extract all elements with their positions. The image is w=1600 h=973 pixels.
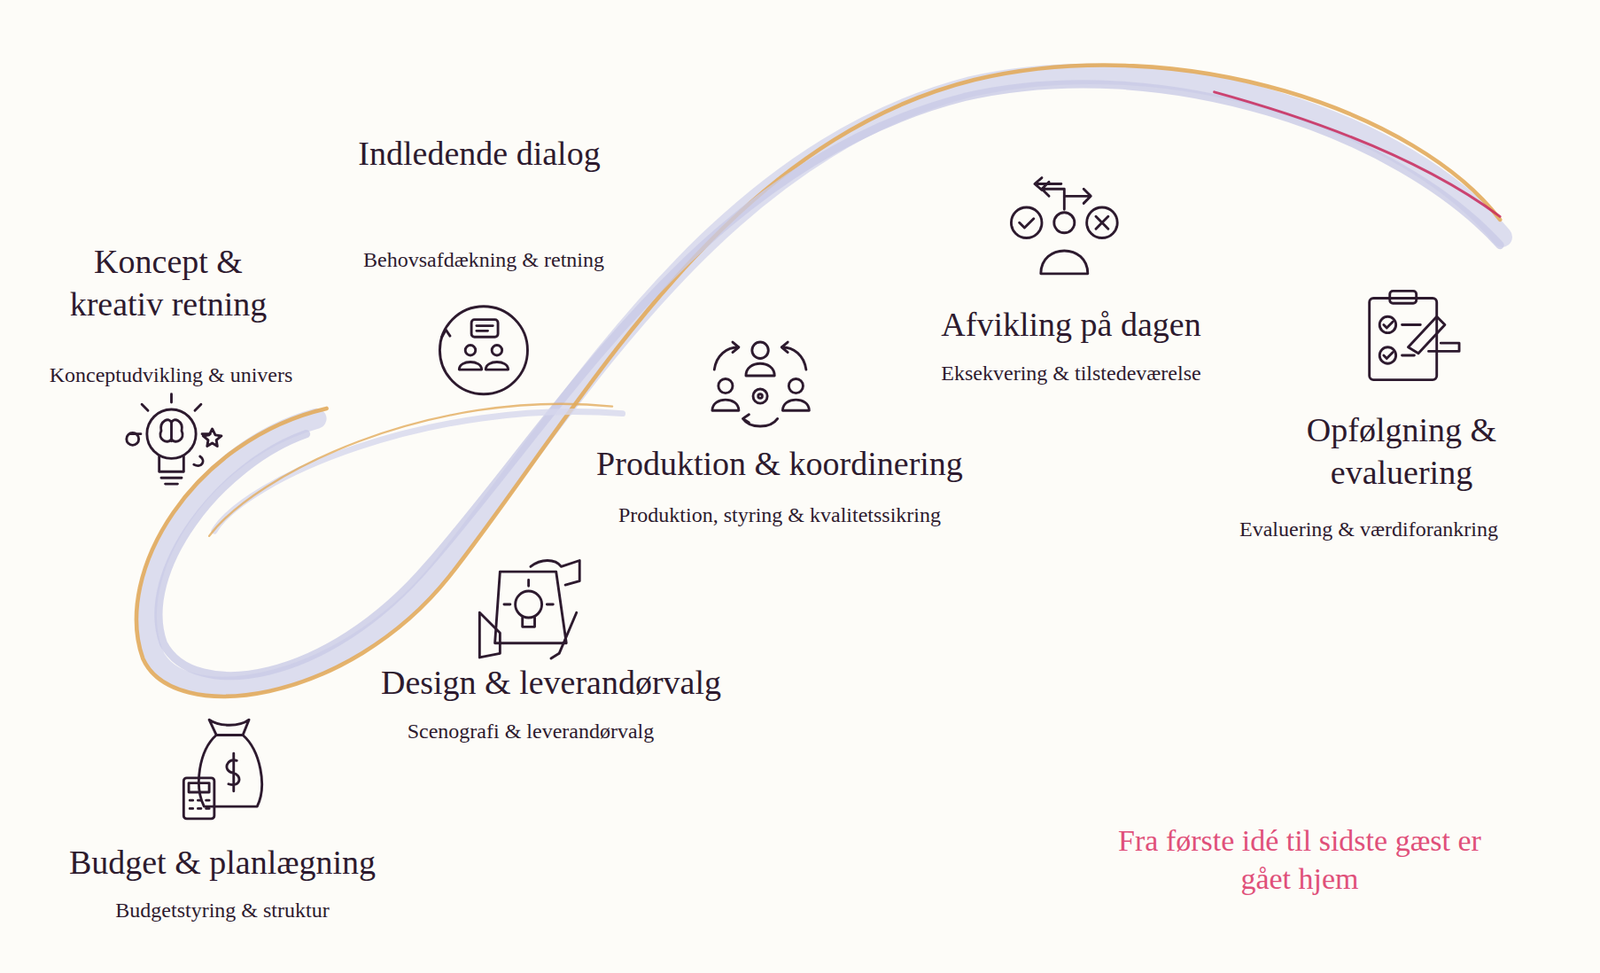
budget-icon: [183, 719, 262, 819]
label-text: Eksekvering & tilstedeværelse: [937, 361, 1204, 385]
label-text: Koncept & kreativ retning: [66, 242, 272, 323]
step-subtitle: Evaluering & værdiforankring: [1235, 515, 1502, 543]
label-text: Afvikling på dagen: [937, 305, 1204, 343]
design-icon: [479, 560, 580, 660]
dialog-icon: [439, 306, 528, 395]
label-text: Design & leverandørvalg: [377, 663, 725, 701]
step-heading: Afvikling på dagen: [937, 303, 1204, 347]
decision-icon: [1010, 178, 1118, 274]
idea-icon: [126, 394, 222, 484]
label-text: Produktion & koordinering: [592, 444, 967, 482]
step-heading: Fra første idé til sidste gæst er gået h…: [1091, 822, 1508, 898]
coordination-icon: [712, 341, 809, 427]
label-text: Produktion, styring & kvalitetssikring: [614, 503, 945, 527]
label-text: Scenografi & leverandørvalg: [403, 719, 659, 743]
step-subtitle: Behovsafdækning & retning: [359, 246, 608, 273]
step-heading: Indledende dialog: [354, 132, 604, 176]
label-text: Indledende dialog: [354, 134, 604, 172]
step-subtitle: Konceptudvikling & univers: [46, 361, 297, 389]
step-heading: Opfølgning & evaluering: [1290, 409, 1513, 494]
label-text: Budget & planlægning: [65, 843, 380, 881]
label-text: Budgetstyring & struktur: [111, 898, 333, 922]
label-text: Konceptudvikling & univers: [46, 363, 297, 387]
step-subtitle: Eksekvering & tilstedeværelse: [937, 359, 1204, 387]
step-heading: Produktion & koordinering: [592, 442, 967, 486]
step-subtitle: Scenografi & leverandørvalg: [403, 717, 659, 745]
label-text: Opfølgning & evaluering: [1303, 411, 1500, 491]
label-text: Fra første idé til sidste gæst er gået h…: [1114, 823, 1485, 895]
step-heading: Koncept & kreativ retning: [46, 240, 291, 326]
label-text: Behovsafdækning & retning: [359, 248, 608, 272]
step-subtitle: Budgetstyring & struktur: [111, 896, 333, 924]
step-heading: Design & leverandørvalg: [377, 661, 725, 705]
checklist-icon: [1369, 290, 1460, 380]
step-heading: Budget & planlægning: [65, 841, 380, 885]
step-subtitle: Produktion, styring & kvalitetssikring: [614, 501, 945, 529]
label-text: Evaluering & værdiforankring: [1235, 517, 1502, 541]
